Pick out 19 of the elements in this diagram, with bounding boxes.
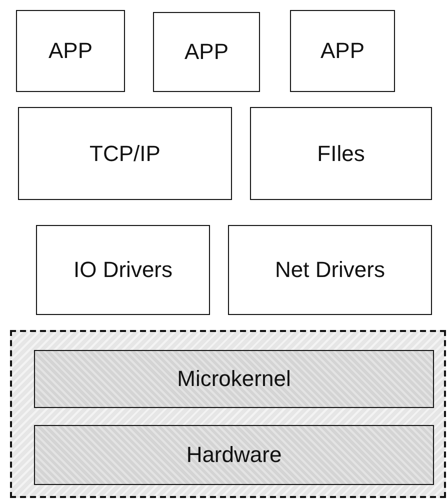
layer-label: Hardware: [186, 442, 282, 468]
layer-label: APP: [184, 39, 229, 65]
layer-label: IO Drivers: [74, 257, 172, 283]
layer-label: Net Drivers: [274, 257, 385, 283]
layer-box: [153, 12, 260, 92]
layer-label: TCP/IP: [90, 140, 160, 166]
layer-box: [34, 425, 434, 485]
layer-box: [290, 10, 395, 92]
layer-box: [34, 350, 434, 408]
layer-label: Microkernel: [177, 366, 291, 392]
dashed-group-box: [10, 330, 446, 498]
layer-box: [228, 225, 432, 315]
layer-label: APP: [48, 38, 93, 64]
layer-label: APP: [320, 38, 365, 64]
layer-box: [250, 107, 432, 200]
layer-box: [16, 10, 125, 92]
layer-label: FIles: [317, 140, 365, 166]
layer-box: [18, 107, 232, 200]
layer-box: [36, 225, 210, 315]
